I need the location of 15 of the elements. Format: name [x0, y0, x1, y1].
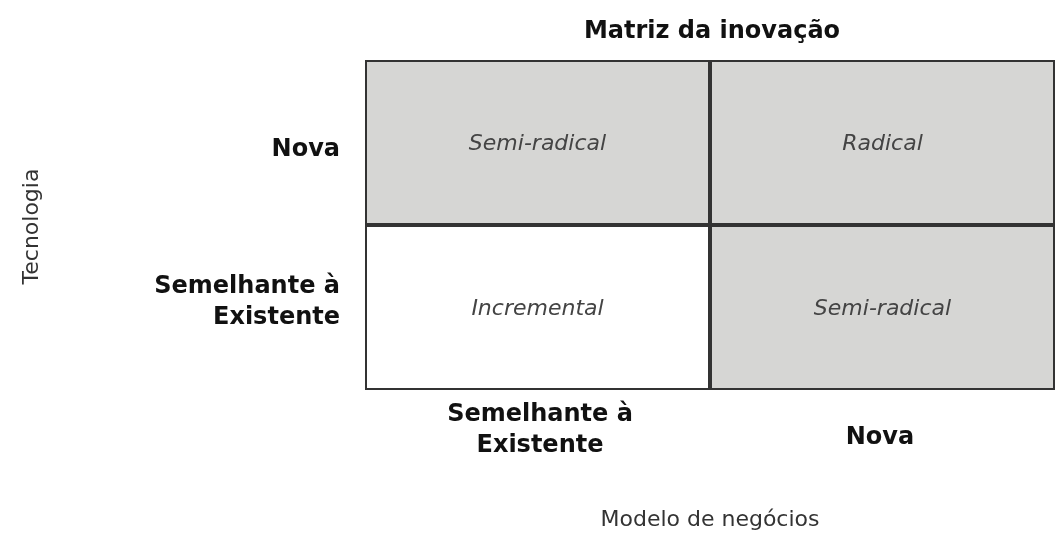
axis-category-label: Nova — [844, 421, 916, 452]
matrix-cell — [710, 225, 1055, 390]
matrix-cell — [365, 60, 710, 225]
cell-text: Semi-radical — [468, 129, 607, 157]
cell-text: Radical — [842, 129, 923, 157]
axis-title: Modelo de negócios — [599, 505, 821, 533]
cell-text: Semi-radical — [813, 294, 952, 322]
axis-category-label: Semelhante à Existente — [446, 398, 634, 461]
title: Matriz da inovação — [582, 15, 842, 46]
axis-category-label: Nova — [270, 133, 340, 164]
matrix-cell — [710, 60, 1055, 225]
cell-text: Incremental — [471, 294, 604, 322]
axis-category-label: Semelhante à Existente — [153, 270, 340, 333]
axis-title: Tecnologia — [16, 167, 44, 287]
matrix-cell — [365, 225, 710, 390]
